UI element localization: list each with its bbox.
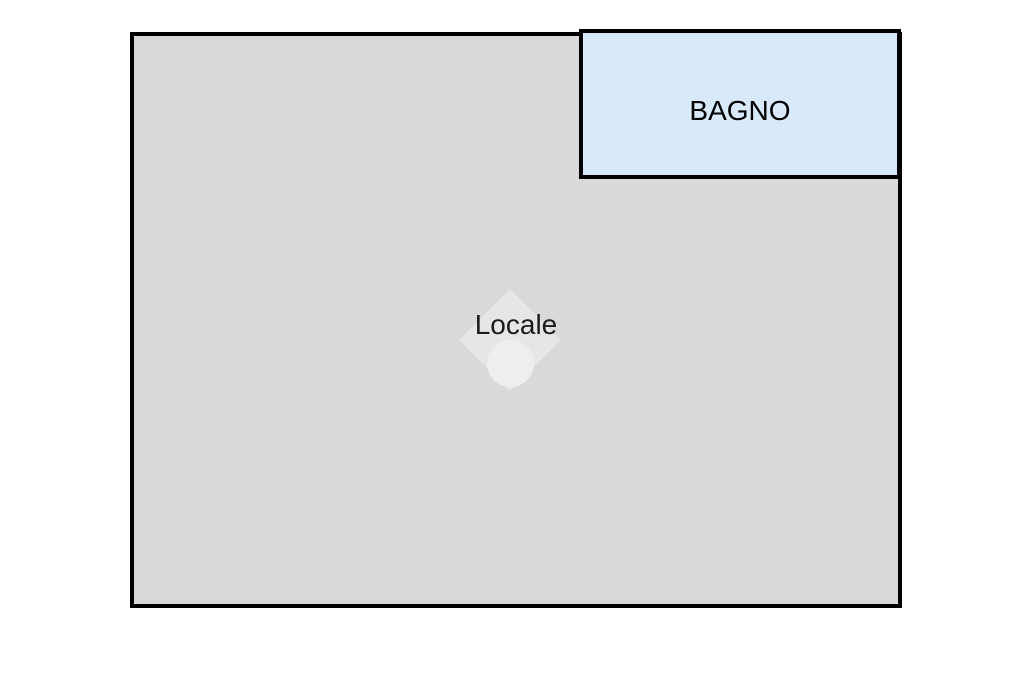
- room-label-locale: Locale: [474, 309, 558, 340]
- watermark-circle-icon: [487, 340, 534, 387]
- room-label-bagno: BAGNO: [689, 95, 791, 126]
- room-bagno: BAGNO: [579, 29, 901, 179]
